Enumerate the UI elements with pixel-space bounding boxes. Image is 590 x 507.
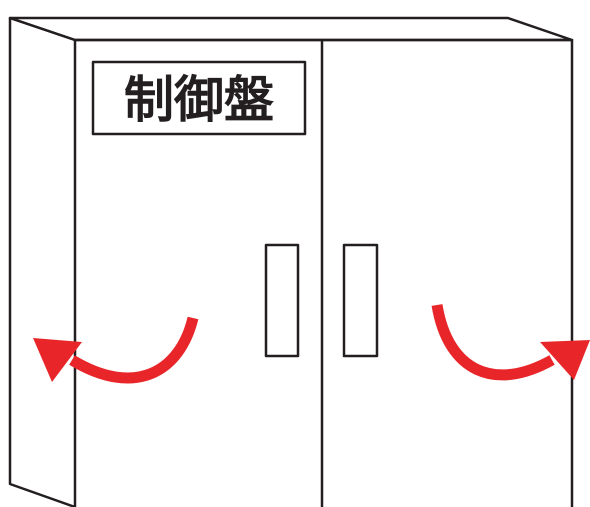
label-plate <box>91 60 307 136</box>
curved-arrow-open-left-icon <box>33 316 199 384</box>
right-arrow-head <box>540 340 590 380</box>
curved-arrow-open-right-icon <box>431 304 590 381</box>
left-door-handle <box>264 243 300 358</box>
right-arrow-shaft <box>431 304 555 381</box>
cabinet-side-face <box>8 16 77 507</box>
cabinet-top-face <box>8 16 574 42</box>
right-door-handle <box>342 243 379 358</box>
left-arrow-shaft <box>69 316 199 384</box>
left-arrow-head <box>33 338 82 382</box>
label-text: 制御盤 <box>124 71 274 129</box>
